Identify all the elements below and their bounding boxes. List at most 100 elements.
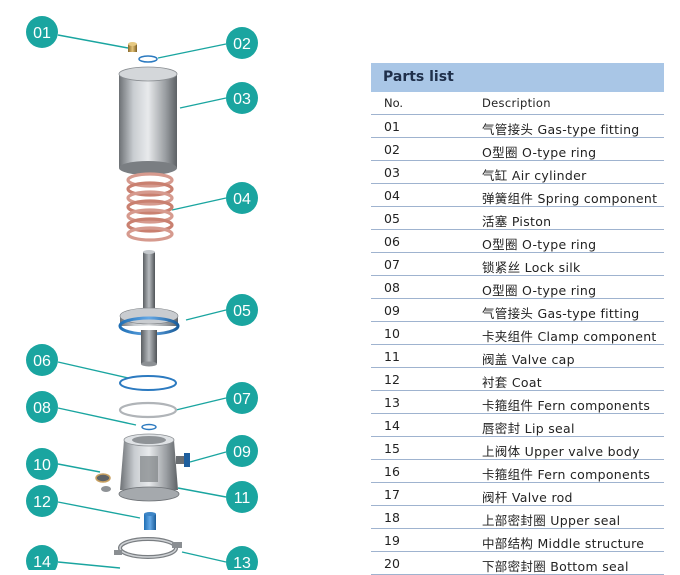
part-number: 12 (384, 372, 400, 387)
part-description: 中部结构 Middle structure (482, 536, 645, 551)
parts-list-title: Parts list (371, 63, 664, 92)
table-row: 09 气管接头 Gas-type fitting (371, 299, 664, 322)
table-row: 02 O型圈 O-type ring (371, 138, 664, 161)
part-lock-silk (118, 401, 178, 419)
svg-text:08: 08 (33, 400, 51, 417)
part-description: 衬套 Coat (482, 375, 543, 390)
callout-08: 08 (26, 391, 58, 423)
part-number: 20 (384, 556, 400, 571)
parts-list-table: Parts list No. Description 01 气管接头 Gas-ty… (371, 63, 664, 575)
part-number: 09 (384, 303, 400, 318)
callout-01: 01 (26, 16, 58, 48)
callout-14: 14 (26, 545, 58, 570)
part-description: 卡夹组件 Clamp component (482, 329, 657, 344)
svg-text:07: 07 (233, 391, 251, 408)
part-o-ring-top (138, 55, 158, 63)
part-fern-clamp (114, 537, 182, 559)
part-number: 19 (384, 533, 400, 548)
part-number: 13 (384, 395, 400, 410)
svg-text:11: 11 (234, 490, 251, 507)
table-row: 01 气管接头 Gas-type fitting (371, 115, 664, 138)
part-o-ring-small (141, 423, 157, 431)
part-number: 05 (384, 211, 400, 226)
part-number: 16 (384, 464, 400, 479)
table-row: 10 卡夹组件 Clamp component (371, 322, 664, 345)
part-description: 卡箍组件 Fern components (482, 467, 651, 482)
part-description: 阀盖 Valve cap (482, 352, 575, 367)
part-number: 14 (384, 418, 400, 433)
part-description: 活塞 Piston (482, 214, 552, 229)
part-clamp-component (95, 473, 111, 492)
table-row: 06 O型圈 O-type ring (371, 230, 664, 253)
callout-02: 02 (226, 27, 258, 59)
callout-11: 11 (226, 481, 258, 513)
svg-text:05: 05 (233, 303, 251, 320)
table-row: 14 唇密封 Lip seal (371, 414, 664, 437)
column-header-description: Description (482, 96, 551, 110)
svg-text:06: 06 (33, 353, 51, 370)
leader-lines (57, 34, 227, 569)
svg-text:03: 03 (233, 91, 251, 108)
part-description: O型圈 O-type ring (482, 145, 597, 160)
callout-05: 05 (226, 294, 258, 326)
part-description: 唇密封 Lip seal (482, 421, 575, 436)
part-description: 卡箍组件 Fern components (482, 398, 651, 413)
svg-text:02: 02 (233, 36, 251, 53)
callout-04: 04 (226, 182, 258, 214)
table-row: 07 锁紧丝 Lock silk (371, 253, 664, 276)
callout-13: 13 (226, 546, 258, 570)
svg-text:10: 10 (33, 457, 51, 474)
table-row: 08 O型圈 O-type ring (371, 276, 664, 299)
callout-12: 12 (26, 485, 58, 517)
part-number: 01 (384, 119, 400, 134)
part-description: 上部密封圈 Upper seal (482, 513, 621, 528)
table-row: 19 中部结构 Middle structure (371, 529, 664, 552)
part-number: 02 (384, 142, 400, 157)
part-description: 气管接头 Gas-type fitting (482, 306, 640, 321)
table-row: 16 卡箍组件 Fern components (371, 460, 664, 483)
table-row: 13 卡箍组件 Fern components (371, 391, 664, 414)
part-spring (126, 172, 174, 242)
svg-text:12: 12 (33, 494, 51, 511)
part-air-cylinder (118, 66, 178, 175)
column-header-no: No. (384, 96, 404, 110)
part-description: 阀杆 Valve rod (482, 490, 573, 505)
table-row: 05 活塞 Piston (371, 207, 664, 230)
table-row: 12 衬套 Coat (371, 368, 664, 391)
svg-text:14: 14 (33, 554, 51, 570)
part-number: 07 (384, 257, 400, 272)
callout-06: 06 (26, 344, 58, 376)
part-o-ring-large (119, 375, 177, 391)
part-number: 08 (384, 280, 400, 295)
part-gas-fitting-top (128, 42, 137, 52)
part-number: 10 (384, 326, 400, 341)
part-number: 18 (384, 510, 400, 525)
part-number: 11 (384, 349, 400, 364)
parts-list-column-header: No. Description (371, 92, 664, 115)
part-description: 气管接头 Gas-type fitting (482, 122, 640, 137)
callout-09: 09 (226, 435, 258, 467)
svg-text:09: 09 (233, 444, 251, 461)
part-description: O型圈 O-type ring (482, 237, 597, 252)
part-piston (118, 250, 180, 367)
part-description: 锁紧丝 Lock silk (482, 260, 581, 275)
part-number: 06 (384, 234, 400, 249)
part-description: O型圈 O-type ring (482, 283, 597, 298)
svg-text:04: 04 (233, 191, 251, 208)
table-row: 17 阀杆 Valve rod (371, 483, 664, 506)
part-number: 17 (384, 487, 400, 502)
part-description: 气缸 Air cylinder (482, 168, 587, 183)
svg-text:13: 13 (233, 555, 251, 570)
part-coat (144, 512, 156, 530)
part-number: 04 (384, 188, 400, 203)
part-gas-fitting-side (176, 453, 190, 467)
table-row: 18 上部密封圈 Upper seal (371, 506, 664, 529)
svg-text:01: 01 (33, 25, 51, 42)
callout-03: 03 (226, 82, 258, 114)
part-description: 上阀体 Upper valve body (482, 444, 640, 459)
